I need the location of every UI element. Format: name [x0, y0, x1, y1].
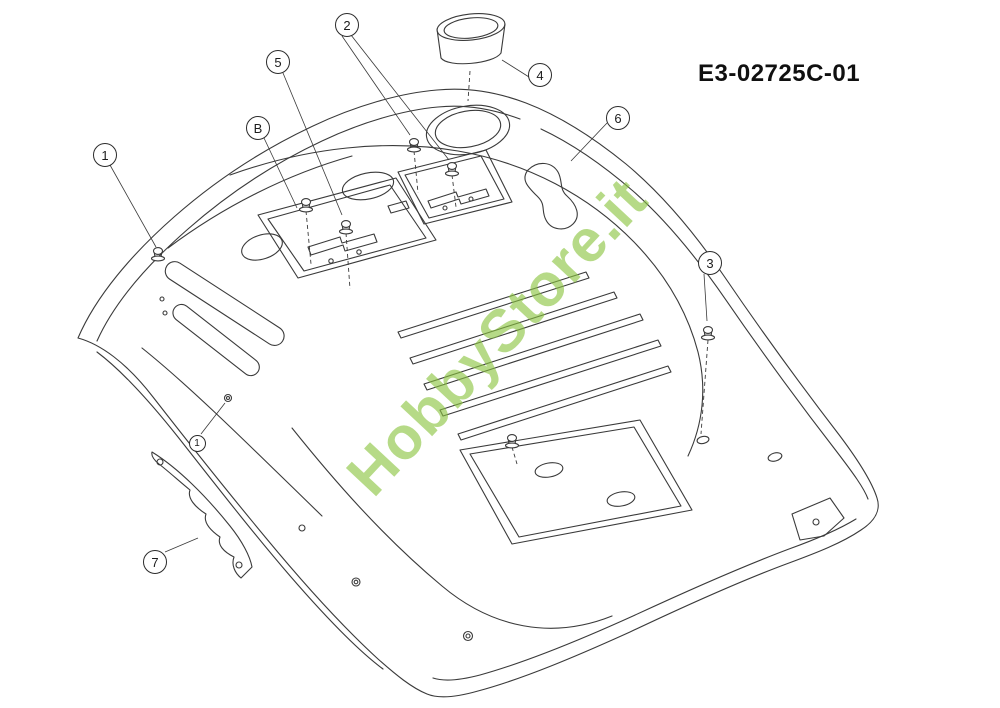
- callout-2: 2: [335, 13, 359, 37]
- callout-7: 7: [143, 550, 167, 574]
- grip-strips: [397, 271, 672, 441]
- callout-1: 1: [188, 434, 206, 452]
- floor-plate: [459, 419, 693, 545]
- callout-6: 6: [606, 106, 630, 130]
- assembly-dashed-lines: [305, 70, 709, 465]
- callout-3: 3: [698, 251, 722, 275]
- fuel-opening: [425, 104, 511, 156]
- footboard-slots: [164, 261, 285, 377]
- part-code: E3-02725C-01: [698, 60, 861, 87]
- leader-lines: [109, 34, 708, 553]
- support-bracket: [151, 451, 253, 579]
- body-outline: [77, 88, 879, 698]
- fuel-cap-cup: [436, 13, 506, 65]
- hardware-bolts: [150, 138, 716, 449]
- seat-bracket-right: [397, 149, 513, 225]
- seat-bracket-left: [257, 177, 437, 279]
- callout-B: B: [246, 116, 270, 140]
- callout-4: 4: [528, 63, 552, 87]
- deck-panel-lines: [141, 145, 845, 629]
- callout-1: 1: [93, 143, 117, 167]
- small-holes: [159, 296, 783, 642]
- callout-5: 5: [266, 50, 290, 74]
